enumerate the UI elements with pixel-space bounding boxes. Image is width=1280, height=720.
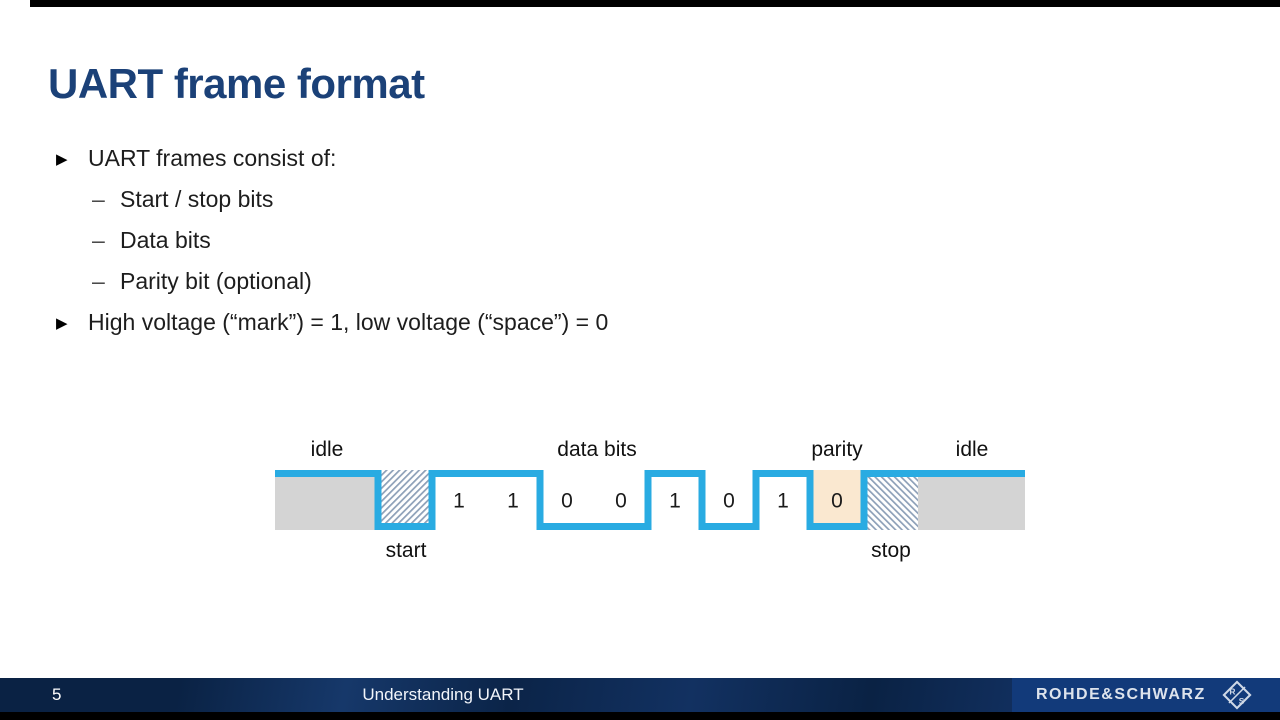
signal-trace (275, 470, 1025, 530)
footer-deck-title: Understanding UART (362, 685, 524, 704)
bullet-text: Parity bit (optional) (120, 268, 312, 294)
bit-value-label-bit-4: 0 (615, 490, 627, 513)
page-number: 5 (52, 685, 62, 704)
page-title: UART frame format (48, 60, 425, 108)
waveform-segment-idle-right (918, 470, 1025, 530)
bit-value-label-parity: 0 (831, 490, 843, 513)
triangle-bullet-icon: ▶ (56, 150, 68, 168)
bit-value-label-bit-3: 0 (561, 490, 573, 513)
dash-bullet-icon: – (92, 227, 105, 253)
logo-letter-s: S (1238, 695, 1244, 705)
triangle-bullet-icon: ▶ (56, 314, 68, 332)
brand-panel: ROHDE&SCHWARZ R S (1012, 678, 1280, 712)
bit-value-label-bit-6: 0 (723, 490, 735, 513)
sub-bullet-item: – Start / stop bits (56, 179, 1036, 220)
waveform-segment-start (378, 470, 432, 530)
top-letterbox-bar (30, 0, 1280, 7)
dash-bullet-icon: – (92, 268, 105, 294)
bit-value-label-bit-7: 1 (777, 490, 789, 513)
bullet-list: ▶ UART frames consist of: – Start / stop… (56, 138, 1036, 343)
bullet-text: UART frames consist of: (88, 145, 337, 171)
uart-timing-diagram: idle data bits parity idle 1 1 0 0 1 0 1 0 star… (275, 432, 1025, 572)
uart-waveform-svg: 1 1 0 0 1 0 1 0 (275, 470, 1025, 530)
bit-value-label-bit-5: 1 (669, 490, 681, 513)
brand-wordmark: ROHDE&SCHWARZ (1036, 686, 1206, 703)
bullet-text: High voltage (“mark”) = 1, low voltage (… (88, 309, 609, 335)
bit-value-label-bit-1: 1 (453, 490, 465, 513)
waveform-label-parity: parity (811, 438, 863, 461)
sub-bullet-item: – Parity bit (optional) (56, 261, 1036, 302)
sub-bullet-item: – Data bits (56, 220, 1036, 261)
bullet-text: Data bits (120, 227, 211, 253)
logo-letter-r: R (1229, 686, 1235, 696)
waveform-label-start: start (385, 539, 427, 562)
bottom-letterbox-bar (0, 712, 1280, 720)
rs-diamond-logo-icon: R S (1222, 679, 1252, 710)
bit-value-label-bit-2: 1 (507, 490, 519, 513)
waveform-label-idle-right: idle (955, 438, 989, 461)
waveform-segment-parity (810, 470, 864, 530)
waveform-label-idle-left: idle (310, 438, 344, 461)
waveform-label-stop: stop (871, 539, 911, 562)
footer-bar: 5 Understanding UART ROHDE&SCHWARZ R S (0, 678, 1280, 712)
waveform-label-data-bits: data bits (557, 438, 637, 461)
waveform-segment-stop (864, 470, 918, 530)
waveform-segment-idle-left (275, 470, 378, 530)
bullet-item: ▶ High voltage (“mark”) = 1, low voltage… (56, 302, 1036, 343)
bullet-text: Start / stop bits (120, 186, 274, 212)
dash-bullet-icon: – (92, 186, 105, 212)
bullet-item: ▶ UART frames consist of: (56, 138, 1036, 179)
